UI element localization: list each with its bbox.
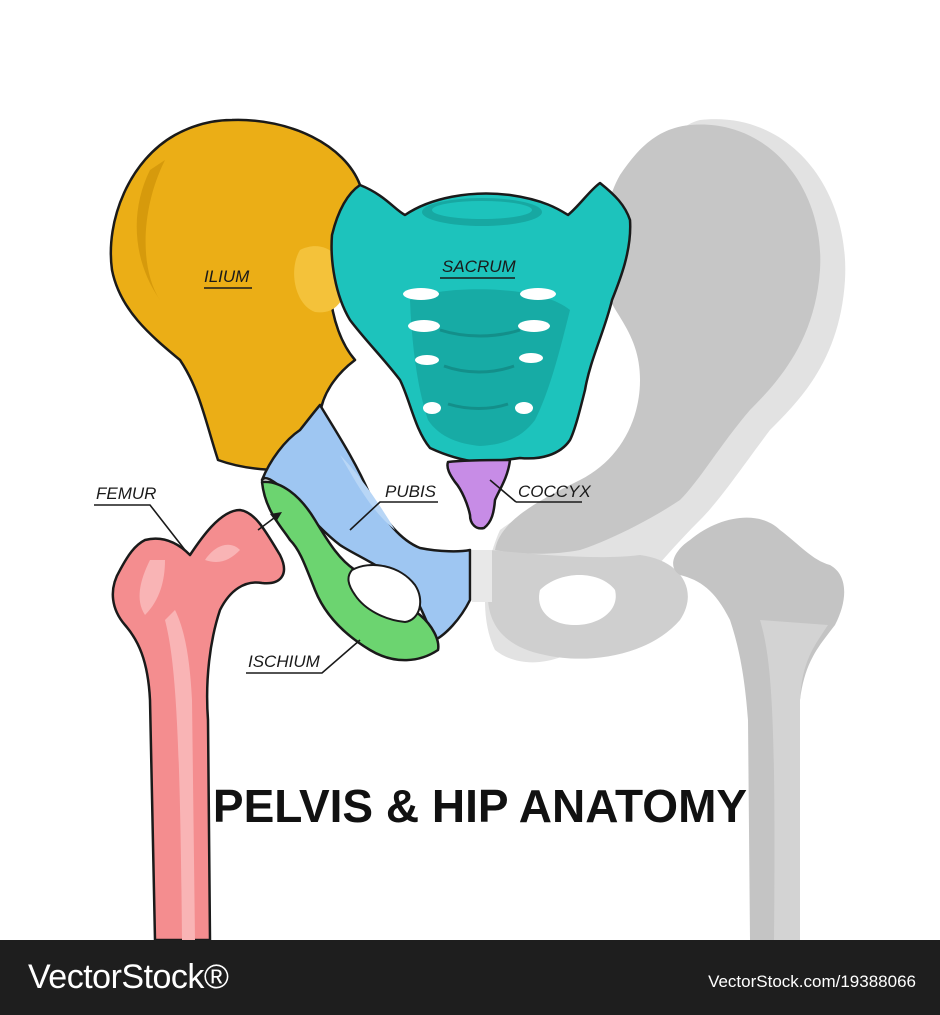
femur-label: FEMUR <box>96 484 156 503</box>
vectorstock-url: VectorStock.com/19388066 <box>708 972 916 991</box>
right-hip-bone-gray <box>472 119 846 663</box>
pelvis-diagram: ILIUM SACRUM FEMUR PUBIS COCCYX ISCHIUM … <box>94 118 846 940</box>
femur-bone <box>111 508 286 940</box>
coccyx-label: COCCYX <box>518 482 591 501</box>
coccyx-leader <box>489 479 582 503</box>
sacrum-label: SACRUM <box>442 257 517 276</box>
vectorstock-logo: VectorStock® <box>28 958 229 996</box>
right-femur-gray <box>673 517 845 940</box>
ischium-label: ISCHIUM <box>248 652 321 671</box>
ischium-bone <box>260 480 440 662</box>
diagram-title: PELVIS & HIP ANATOMY <box>213 780 747 832</box>
watermark-footer: VectorStock® VectorStock.com/19388066 <box>0 940 940 1015</box>
sacrum-bone <box>330 181 632 464</box>
femur-leader <box>94 504 282 551</box>
ischium-leader <box>246 639 361 674</box>
pubis-label: PUBIS <box>385 482 437 501</box>
ilium-label: ILIUM <box>204 267 250 286</box>
pubis-leader <box>349 501 438 531</box>
coccyx-bone <box>446 458 512 530</box>
